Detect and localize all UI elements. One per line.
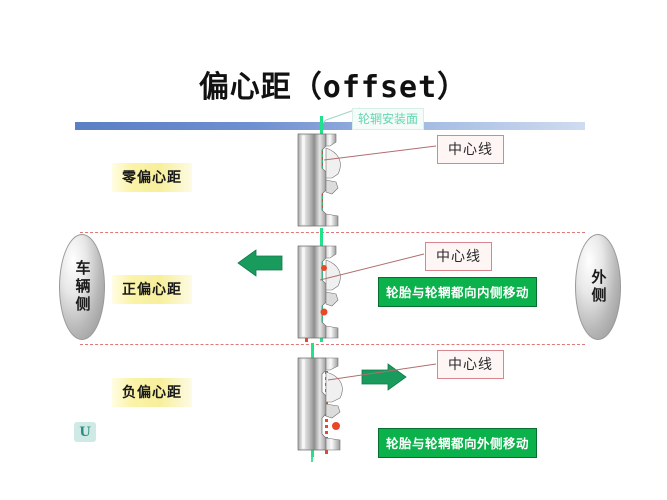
wheel-cross-section-row3 [297, 357, 343, 451]
negative-offset-label: 负偏心距 [112, 378, 192, 407]
vehicle-side-label: 车辆侧 [73, 260, 92, 314]
centerline-callout-row3: 中心线 [437, 350, 504, 379]
row-separator-top [80, 232, 585, 233]
outer-side-label: 外侧 [589, 269, 608, 305]
page-title: 偏心距（offset） [198, 70, 469, 105]
wheel-cross-section-row2 [297, 245, 341, 339]
centerline-callout-row1: 中心线 [437, 135, 504, 164]
outer-side-marker: 外侧 [575, 234, 621, 340]
zero-offset-label: 零偏心距 [112, 163, 192, 192]
row-separator-bottom [80, 344, 585, 345]
positive-offset-label: 正偏心距 [112, 275, 192, 304]
outer-movement-note: 轮胎与轮辋都向外侧移动 [378, 428, 538, 458]
wheel-cross-section-row1 [297, 133, 341, 227]
vehicle-side-marker: 车辆侧 [59, 234, 105, 340]
centerline-callout-row2: 中心线 [425, 242, 492, 271]
inner-movement-note: 轮胎与轮辋都向内侧移动 [378, 277, 538, 307]
arrow-left-icon [237, 249, 283, 277]
watermark-logo: U [74, 422, 96, 442]
rim-mounting-plane-bar [75, 122, 585, 130]
arrow-right-icon [361, 363, 407, 391]
rim-mounting-face-label: 轮辋安装面 [352, 108, 425, 130]
